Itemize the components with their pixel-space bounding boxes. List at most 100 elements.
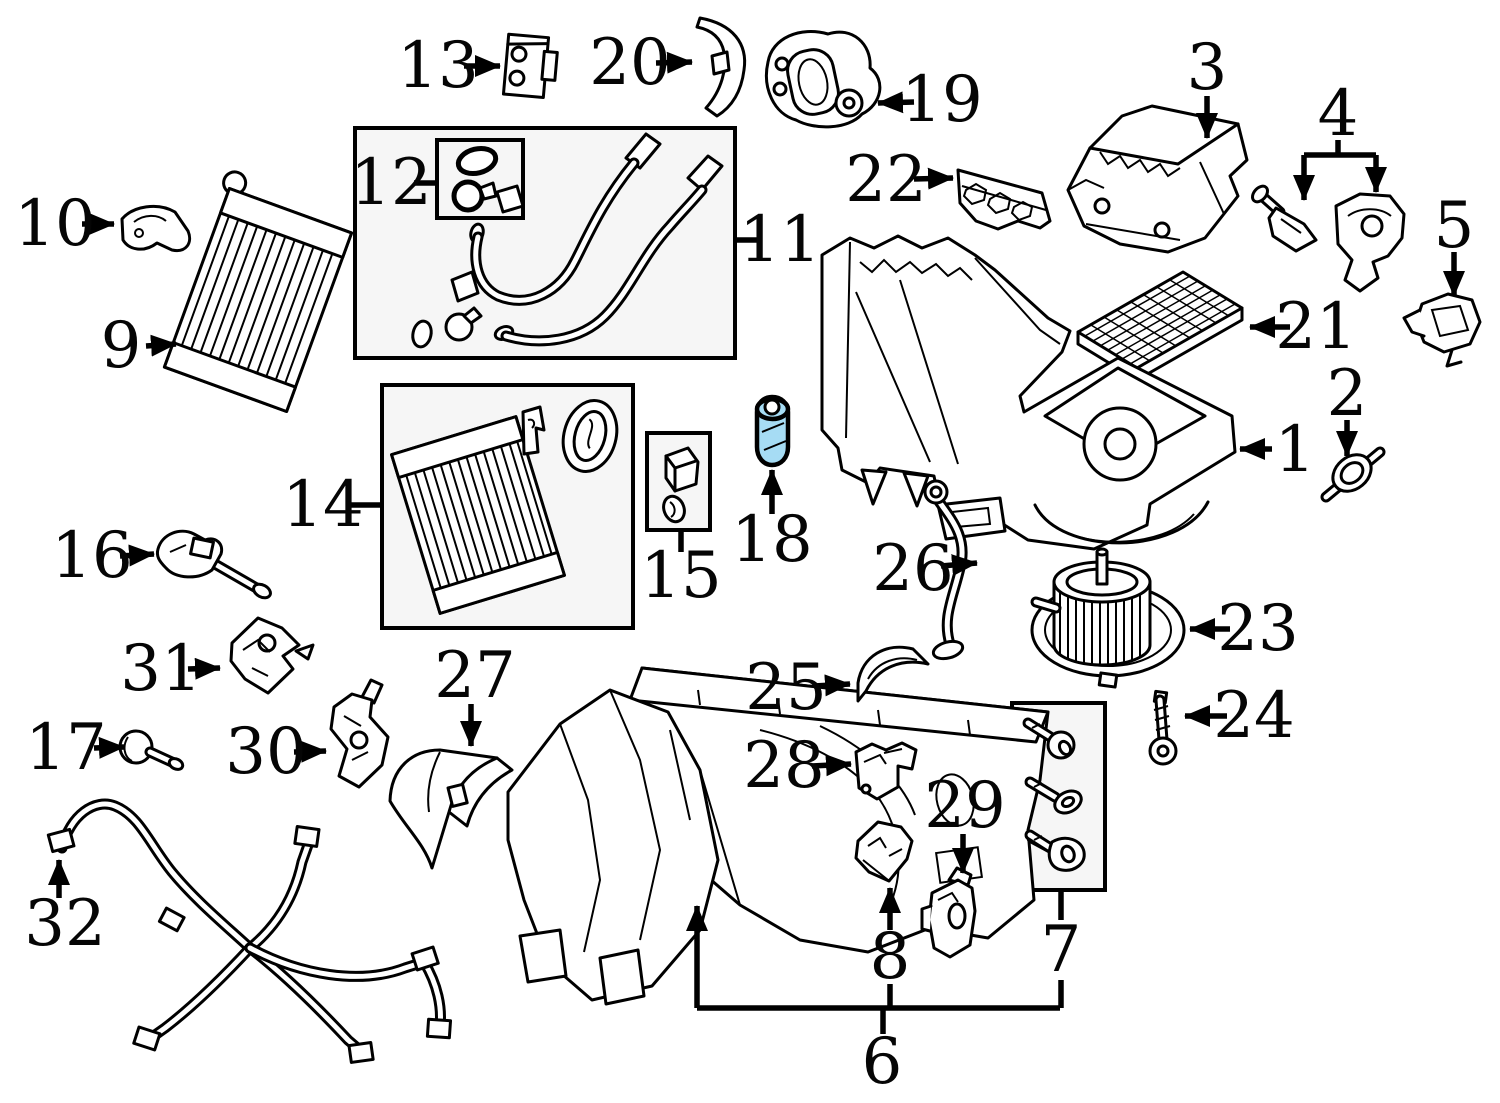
callout-leader-19 [877, 91, 915, 114]
part-12-seal-kit[interactable] [451, 145, 525, 214]
callout-4[interactable]: 4 [1293, 77, 1387, 201]
callout-number-1-evaporator-blower-housing[interactable]: 1 [1275, 413, 1316, 487]
callout-number-4-actuator-levers[interactable]: 4 [1318, 77, 1359, 151]
callout-21[interactable]: 21 [1249, 290, 1357, 364]
callout-30[interactable]: 30 [225, 715, 327, 789]
callout-leader-26 [940, 554, 978, 577]
callout-number-8-mounting-bracket[interactable]: 8 [870, 920, 911, 994]
part-29-sensor-housing[interactable] [920, 866, 977, 959]
part-27-air-flap[interactable] [388, 748, 514, 870]
callout-8[interactable]: 8 [870, 887, 911, 1008]
callout-29[interactable]: 29 [924, 769, 1006, 874]
part-9-heater-core[interactable] [157, 169, 358, 414]
callout-14[interactable]: 14 [282, 468, 380, 542]
callout-6[interactable]: 6 [686, 905, 1060, 1099]
part-25-cover-cap[interactable] [856, 645, 930, 703]
part-22-seal-strip[interactable] [956, 168, 1052, 231]
callout-number-9-heater-core[interactable]: 9 [101, 309, 142, 383]
callout-leader-31 [187, 657, 221, 680]
callout-leader-30 [293, 740, 327, 763]
part-2-drain-valve[interactable] [1320, 446, 1386, 503]
callout-number-28-bracket[interactable]: 28 [743, 729, 824, 803]
callout-12[interactable]: 12 [350, 146, 436, 220]
callout-28[interactable]: 28 [743, 729, 852, 803]
part-32-wiring-harness[interactable] [46, 798, 453, 1064]
callout-number-18-receiver-drier-cartridge[interactable]: 18 [731, 503, 812, 577]
part-4-actuator-levers[interactable] [1250, 183, 1406, 293]
callout-24[interactable]: 24 [1184, 679, 1295, 753]
callout-number-22-seal-strip[interactable]: 22 [845, 143, 926, 217]
callout-31[interactable]: 31 [120, 632, 221, 706]
callout-19[interactable]: 19 [877, 63, 983, 137]
callout-number-26-drain-tube[interactable]: 26 [872, 532, 953, 606]
part-31-support-bracket[interactable] [229, 616, 315, 695]
callout-number-19-mounting-plate-gasket[interactable]: 19 [901, 63, 982, 137]
callout-leader-9 [145, 334, 177, 357]
part-10-pipe-clamp[interactable] [120, 204, 192, 253]
callout-number-7-screw-set[interactable]: 7 [1041, 913, 1082, 987]
callout-27[interactable]: 27 [434, 639, 516, 747]
callout-number-13-mounting-block[interactable]: 13 [397, 29, 478, 103]
callout-number-16-coolant-pipe[interactable]: 16 [51, 519, 132, 593]
callout-number-24-screw[interactable]: 24 [1213, 679, 1294, 753]
callout-number-23-blower-fan[interactable]: 23 [1217, 592, 1298, 666]
part-15-expansion-valve[interactable] [660, 446, 700, 525]
part-24-screw[interactable] [1148, 689, 1178, 766]
part-6-heater-housing[interactable] [506, 666, 1069, 1006]
callout-5[interactable]: 5 [1434, 189, 1475, 297]
callout-number-14-evaporator-core-kit[interactable]: 14 [282, 468, 363, 542]
callout-number-17-grommet[interactable]: 17 [25, 711, 106, 785]
callout-23[interactable]: 23 [1189, 592, 1299, 666]
callout-number-6-heater-distribution-housing[interactable]: 6 [862, 1025, 903, 1099]
part-30-lever-bracket[interactable] [329, 678, 390, 789]
callout-3[interactable]: 3 [1187, 31, 1228, 139]
part-16-coolant-pipe[interactable] [155, 529, 272, 600]
callout-number-12-seal-kit[interactable]: 12 [350, 146, 431, 220]
part-1-hvac-housing[interactable] [820, 234, 1237, 551]
callout-16[interactable]: 16 [51, 519, 155, 593]
part-8-mounting-bracket[interactable] [854, 820, 914, 883]
callout-number-10-pipe-clamp[interactable]: 10 [14, 187, 95, 261]
callout-11[interactable]: 11 [736, 203, 821, 277]
callout-number-20-side-cover[interactable]: 20 [589, 26, 670, 100]
part-3-intake-housing[interactable] [1066, 104, 1249, 254]
callout-26[interactable]: 26 [872, 532, 978, 606]
part-17-grommet[interactable] [118, 729, 185, 771]
callout-number-11-hose-set[interactable]: 11 [739, 203, 820, 277]
callout-number-27-air-flap[interactable]: 27 [434, 639, 515, 713]
callout-1[interactable]: 1 [1239, 413, 1316, 487]
callout-7[interactable]: 7 [1041, 892, 1082, 1008]
callout-10[interactable]: 10 [14, 187, 115, 261]
part-20-side-cover[interactable] [695, 16, 747, 118]
part-18-receiver-drier[interactable] [754, 394, 791, 468]
callout-18[interactable]: 18 [731, 469, 813, 577]
callout-number-15-expansion-valve-kit[interactable]: 15 [640, 539, 721, 613]
callout-number-3-air-intake-housing[interactable]: 3 [1187, 31, 1228, 105]
callout-number-5-servo-actuator[interactable]: 5 [1434, 189, 1475, 263]
part-19-mounting-plate[interactable] [765, 30, 882, 129]
callout-number-29-sensor-housing[interactable]: 29 [924, 769, 1005, 843]
part-7-screw-set[interactable] [1022, 717, 1086, 872]
callout-number-30-lever-bracket[interactable]: 30 [225, 715, 306, 789]
callout-22[interactable]: 22 [845, 143, 954, 217]
callout-20[interactable]: 20 [589, 26, 693, 100]
callout-32[interactable]: 32 [24, 859, 106, 961]
callout-number-2-drain-valve[interactable]: 2 [1327, 357, 1368, 431]
callout-2[interactable]: 2 [1327, 357, 1368, 457]
callout-13[interactable]: 13 [397, 29, 501, 103]
part-28-bracket[interactable] [854, 741, 918, 801]
callout-number-25-cover-cap[interactable]: 25 [745, 651, 826, 725]
callout-15[interactable]: 15 [640, 532, 722, 613]
part-14-evaporator-core[interactable] [390, 394, 625, 615]
part-11-hose-set[interactable] [410, 132, 724, 349]
callout-number-32-wiring-harness[interactable]: 32 [24, 887, 105, 961]
part-13-mounting-block[interactable] [501, 32, 559, 99]
callout-25[interactable]: 25 [745, 651, 851, 725]
callout-number-21-cabin-air-filter[interactable]: 21 [1275, 290, 1356, 364]
callout-9[interactable]: 9 [101, 309, 177, 383]
part-23-blower-fan[interactable] [1030, 547, 1186, 689]
callout-number-31-support-bracket[interactable]: 31 [120, 632, 201, 706]
callout-17[interactable]: 17 [25, 711, 125, 785]
